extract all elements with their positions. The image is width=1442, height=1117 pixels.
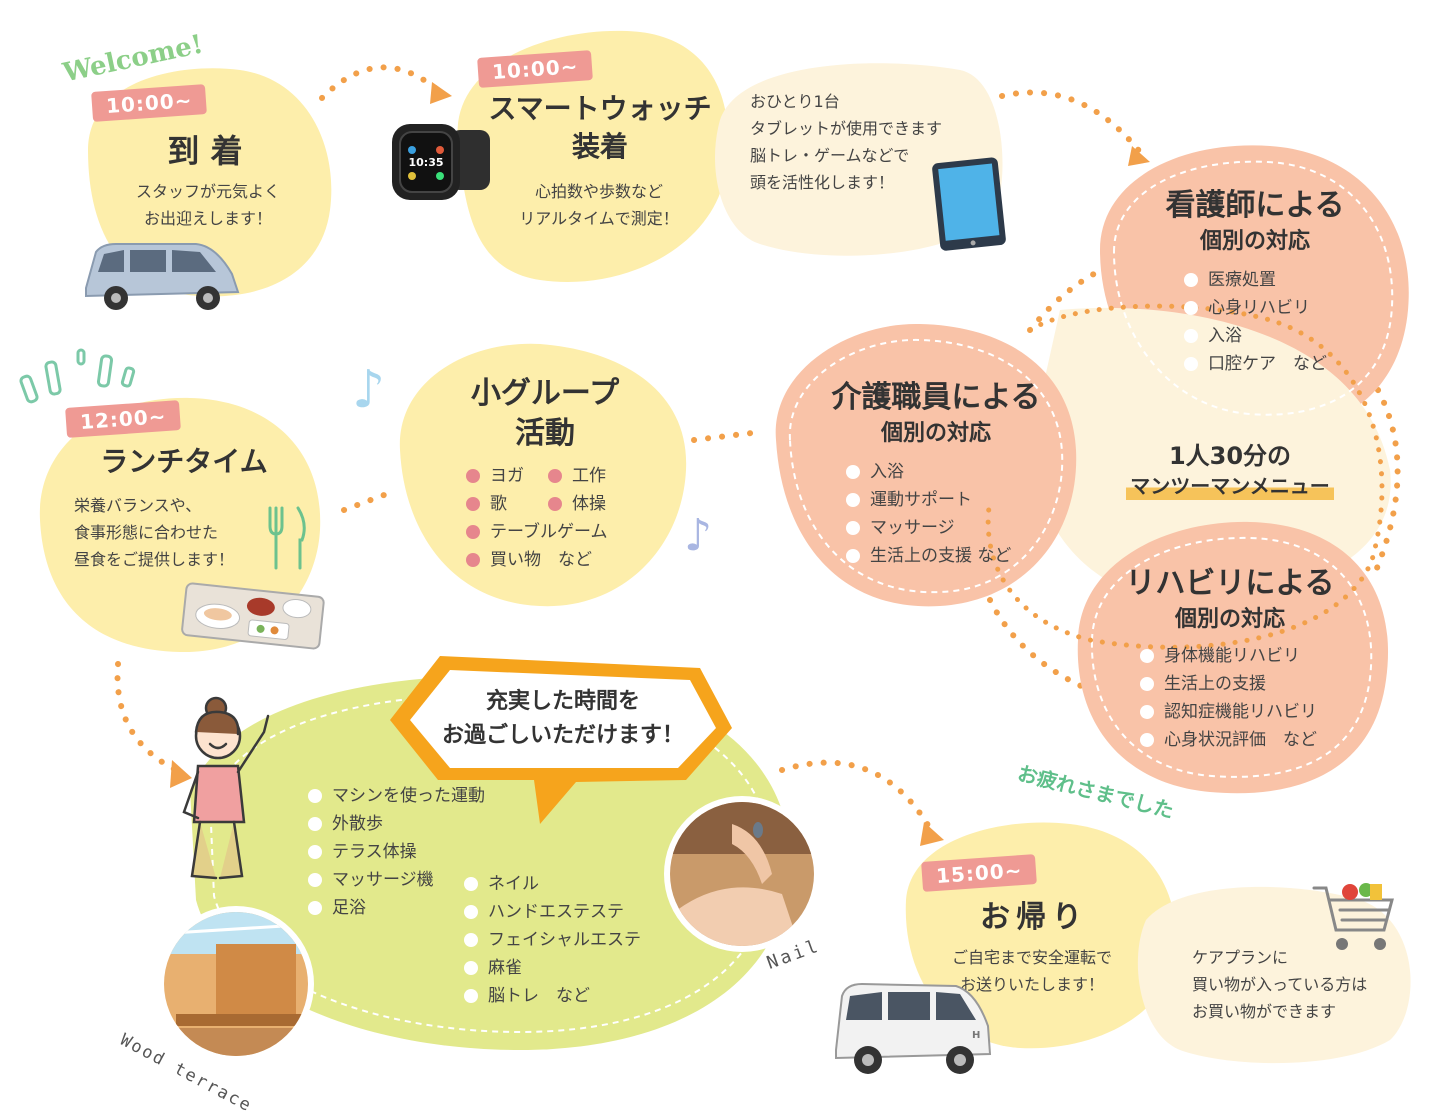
list-item: 心身状況評価 など <box>1140 726 1317 754</box>
rehab-list: 身体機能リハビリ 生活上の支援 認知症機能リハビリ 心身状況評価 など <box>1140 642 1317 754</box>
nail-photo <box>664 796 820 952</box>
list-item: 買い物 など <box>466 546 607 574</box>
shopping-cart-icon <box>1312 883 1394 950</box>
car-badge: H <box>972 1030 981 1041</box>
nurse-list: 医療処置 心身リハビリ 入浴 口腔ケア など <box>1184 266 1327 378</box>
list-item: 認知症機能リハビリ <box>1140 698 1317 726</box>
smartwatch-desc: 心拍数や歩数など リアルタイムで測定！ <box>519 182 679 228</box>
smartwatch-icon: 10:35 <box>388 120 492 204</box>
list-item: テーブルゲーム <box>466 518 607 546</box>
fulfilling-message: 充実した時間を お過ごしいただけます！ <box>441 688 684 748</box>
one-on-one-label: 1人30分の マンツーマンメニュー <box>1100 440 1360 500</box>
fork-knife-icon <box>268 506 306 570</box>
list-item: 生活上の支援 <box>1140 670 1317 698</box>
tablet-icon <box>932 157 1006 251</box>
list-item: 医療処置 <box>1184 266 1327 294</box>
list-item: ヨガ <box>466 462 607 490</box>
group-list-1: ヨガ 歌 テーブルゲーム 買い物 など <box>466 462 607 574</box>
list-item: マシンを使った運動 <box>308 782 485 810</box>
list-item: 入浴 <box>846 458 1011 486</box>
lunch-tray-icon <box>181 582 325 650</box>
tablet-desc: おひとり1台 タブレットが使用できます 脳トレ・ゲームなどで 頭を活性化します！ <box>750 92 943 192</box>
return-title: お帰り <box>980 900 1088 935</box>
staff-person-icon <box>182 696 270 880</box>
minivan-icon <box>85 243 240 310</box>
list-item: 体操 <box>548 490 606 518</box>
smartwatch-title: スマートウォッチ 装着 <box>488 92 712 163</box>
list-item: 心身リハビリ <box>1184 294 1327 322</box>
list-item: 麻雀 <box>464 954 641 982</box>
list-item: 入浴 <box>1184 322 1327 350</box>
list-item: 口腔ケア など <box>1184 350 1327 378</box>
lunch-desc: 栄養バランスや、 食事形態に合わせた 昼食をご提供します！ <box>74 496 235 569</box>
rehab-title: リハビリによる 個別の対応 <box>1125 566 1335 632</box>
group-title: 小グループ 活動 <box>470 376 620 451</box>
list-item: テラス体操 <box>308 838 485 866</box>
speech-bubble-icon <box>390 656 732 824</box>
shopping-desc: ケアプランに 買い物が入っている方は お買い物ができます <box>1192 948 1368 1021</box>
list-item: マッサージ <box>846 514 1011 542</box>
list-item: ハンドエステステ <box>464 898 641 926</box>
music-note-icon: ♪ <box>352 360 386 420</box>
watch-time-display: 10:35 <box>408 156 444 169</box>
list-item: 身体機能リハビリ <box>1140 642 1317 670</box>
care-title: 介護職員による 個別の対応 <box>831 380 1041 446</box>
list-item: 運動サポート <box>846 486 1011 514</box>
return-desc: ご自宅まで安全運転で お送りいたします！ <box>951 948 1112 994</box>
list-item: 足浴 <box>308 894 485 922</box>
list-item: ネイル <box>464 870 641 898</box>
fulfilling-list-1: マシンを使った運動 外散歩 テラス体操 マッサージ機 足浴 <box>308 782 485 922</box>
sparkle-icon <box>19 348 136 404</box>
list-item: 歌 <box>466 490 607 518</box>
return-car-icon: H <box>826 976 996 1076</box>
arrival-desc: スタッフが元気よく お出迎えします！ <box>135 182 280 228</box>
group-list-2: 工作 体操 <box>548 462 606 518</box>
arrival-title: 到 着 <box>167 132 243 170</box>
lunch-title: ランチタイム <box>100 445 268 478</box>
wood-terrace-photo <box>158 906 314 1062</box>
list-item: 生活上の支援 など <box>846 542 1011 570</box>
list-item: フェイシャルエステ <box>464 926 641 954</box>
list-item: 脳トレ など <box>464 982 641 1010</box>
care-list: 入浴 運動サポート マッサージ 生活上の支援 など <box>846 458 1011 570</box>
list-item: マッサージ機 <box>308 866 485 894</box>
list-item: 外散歩 <box>308 810 485 838</box>
music-note-icon: ♪ <box>684 510 713 561</box>
fulfilling-list-2: ネイル ハンドエステステ フェイシャルエステ 麻雀 脳トレ など <box>464 870 641 1010</box>
nurse-title: 看護師による 個別の対応 <box>1165 188 1345 254</box>
list-item: 工作 <box>548 462 606 490</box>
